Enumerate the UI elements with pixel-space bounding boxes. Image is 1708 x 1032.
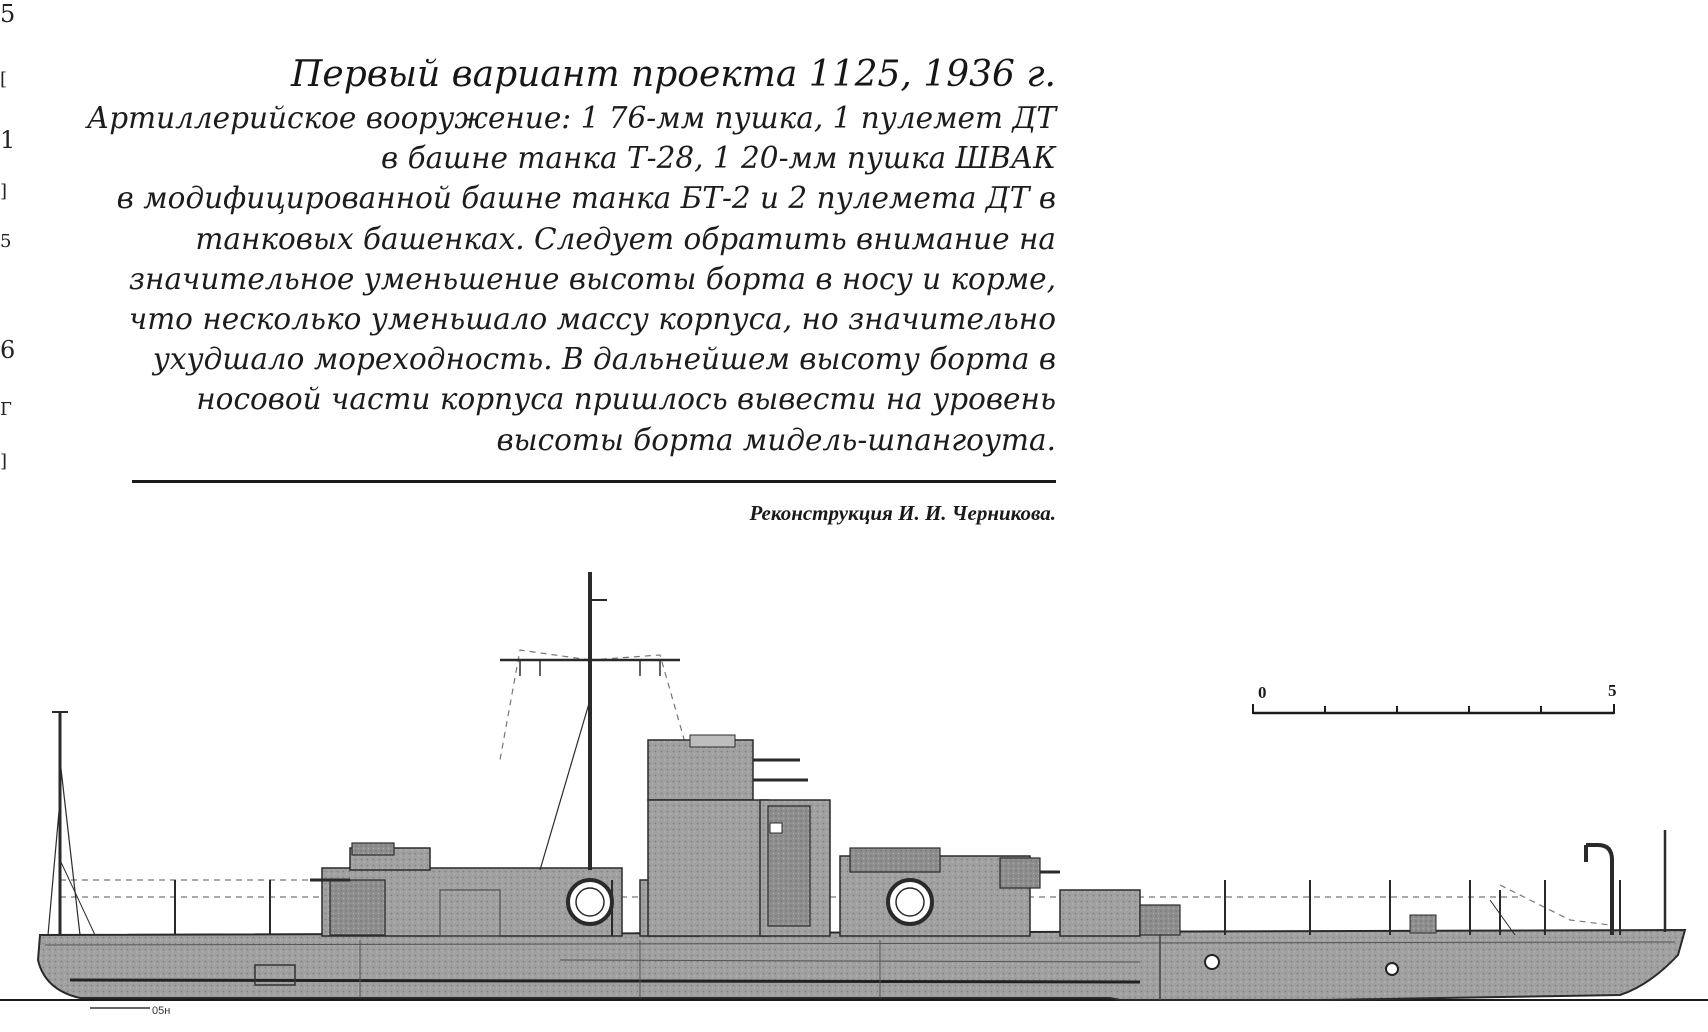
caption-divider (132, 480, 1056, 483)
scale-bar: 0 5 (1252, 681, 1617, 715)
margin-fragments: 5 [ 1 ] 5 6 Г ] (0, 0, 16, 480)
hull (36, 928, 1687, 1001)
margin-fragment: [ (0, 69, 8, 90)
ship-profile-drawing: 0 5 05н (0, 572, 1708, 1017)
caption-line: танковых башенках. Следует обратить вним… (195, 221, 1056, 256)
caption-line: что несколько уменьшало массу корпуса, н… (128, 302, 1056, 337)
scale-start-label: 0 (1258, 683, 1267, 702)
caption-line: носовой части корпуса пришлось вывести н… (196, 382, 1056, 417)
main-mast (500, 572, 680, 871)
deck-rails (174, 880, 1621, 935)
caption-line: высоты борта мидель-шпангоута. (496, 422, 1056, 457)
figure-caption: Первый вариант проекта 1125, 1936 г. Арт… (56, 52, 1056, 460)
caption-line: значительное уменьшение высоты борта в н… (128, 261, 1056, 296)
scale-end-label: 5 (1608, 681, 1617, 700)
margin-fragment: 5 (0, 231, 12, 252)
waterline-mark: 05н (152, 1005, 170, 1017)
bridge-tower (566, 734, 831, 937)
caption-line: Артиллерийское вооружение: 1 76-мм пушка… (86, 101, 1056, 135)
stern-fittings (1409, 830, 1667, 936)
rigging (60, 649, 1611, 926)
margin-fragment: ] (0, 451, 8, 472)
bow-mast (47, 711, 96, 936)
caption-line: ухудшало мореходность. В дальнейшем высо… (152, 342, 1056, 377)
caption-line: в башне танка Т-28, 1 20-мм пушка ШВАК (381, 141, 1056, 176)
forward-superstructure (310, 842, 701, 937)
margin-fragment: ] (0, 181, 8, 202)
caption-title: Первый вариант проекта 1125, 1936 г. (291, 54, 1056, 95)
margin-fragment: 5 (0, 0, 16, 28)
margin-fragment: 6 (0, 336, 16, 364)
aft-superstructure (839, 847, 1181, 937)
reconstruction-credit: Реконструкция И. И. Черникова. (749, 501, 1056, 525)
caption-line: в модифицированной башне танка БТ-2 и 2 … (116, 181, 1056, 216)
margin-fragment: 1 (0, 126, 16, 154)
margin-fragment: Г (0, 399, 12, 420)
waterline: 05н (0, 999, 1708, 1017)
